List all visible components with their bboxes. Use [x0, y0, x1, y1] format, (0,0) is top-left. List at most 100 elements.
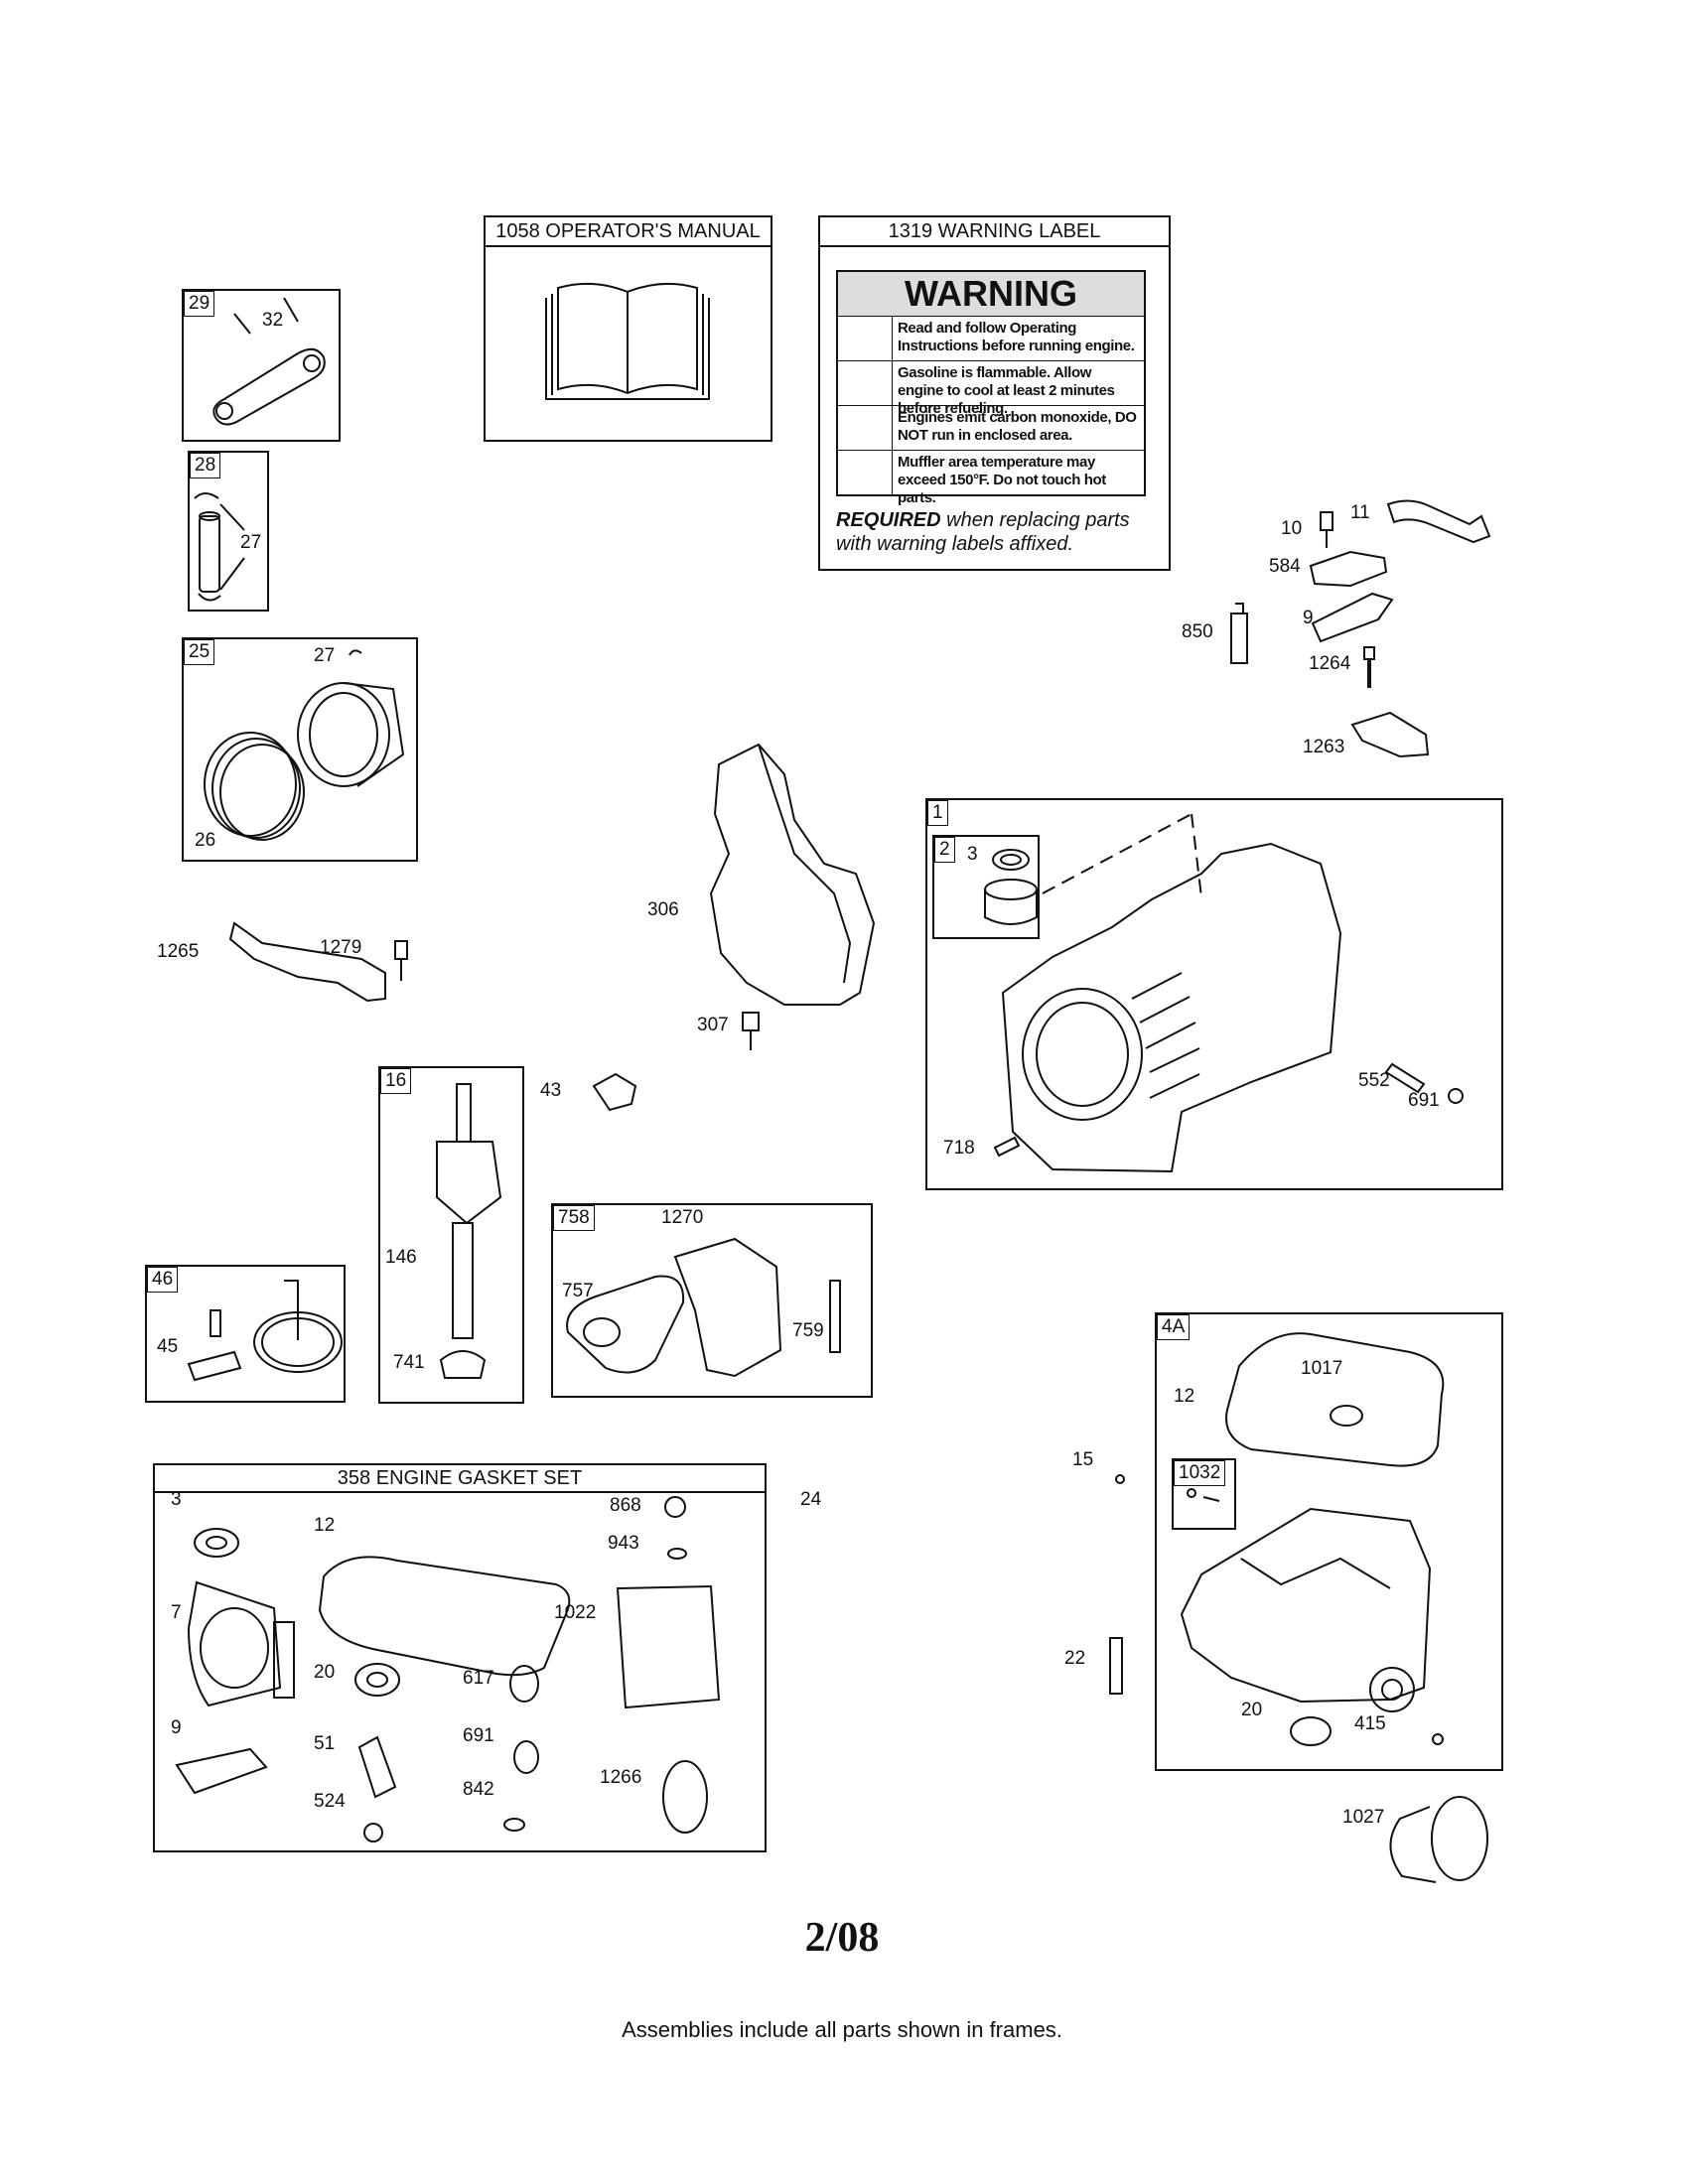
gasket-part-label: 7	[171, 1602, 182, 1623]
part-label: 3	[967, 844, 978, 865]
gasket-part-label: 3	[171, 1489, 182, 1510]
nut-691-icon	[1448, 1088, 1464, 1104]
part-label: 757	[562, 1281, 594, 1301]
gasket-set-parts	[175, 1496, 721, 1843]
blower-housing-icon	[709, 743, 876, 1006]
part-label: 691	[1408, 1090, 1440, 1111]
gasket-9-icon	[1311, 592, 1394, 643]
revision-date: 2/08	[804, 1915, 880, 1961]
frame-tag-29: 29	[184, 291, 215, 317]
frame-tag-1032: 1032	[1174, 1460, 1226, 1486]
dowel-552-icon	[1384, 1062, 1426, 1094]
warning-row-text: Gasoline is flammable. Allow engine to c…	[898, 364, 1115, 417]
frame-tag-1: 1	[927, 800, 948, 826]
part-label: 45	[157, 1336, 179, 1357]
part-label: 718	[943, 1138, 975, 1159]
book-icon	[838, 317, 893, 360]
frame-2	[932, 835, 1040, 939]
gasket-part-label: 1266	[600, 1767, 642, 1788]
part-label: 307	[697, 1015, 729, 1035]
warning-label-card: WARNING Read and follow Operating Instru…	[836, 270, 1146, 506]
plate-1263-icon	[1350, 711, 1430, 758]
gasket-part-label: 1022	[554, 1602, 597, 1623]
bolt-10-icon	[1320, 511, 1333, 548]
frame-warning-label	[818, 215, 1171, 571]
warning-row: Gasoline is flammable. Allow engine to c…	[838, 360, 1144, 417]
gasket-part-label: 868	[610, 1495, 641, 1516]
frame-28	[188, 451, 269, 612]
gasket-part-label: 842	[463, 1779, 494, 1800]
warning-row: Muffler area temperature may exceed 150°…	[838, 450, 1144, 506]
part-label: 12	[1174, 1386, 1195, 1407]
required-note-bold: REQUIRED	[836, 509, 941, 531]
frame-758	[551, 1203, 873, 1398]
part-label: 1264	[1309, 653, 1351, 674]
frame-46	[145, 1265, 346, 1403]
part-label: 850	[1182, 621, 1213, 642]
frame-tag-758: 758	[553, 1205, 595, 1231]
gasket-part-label: 943	[608, 1533, 639, 1554]
part-label: 9	[1303, 608, 1314, 628]
hot-surface-icon	[838, 451, 893, 494]
assemblies-note: Assemblies include all parts shown in fr…	[622, 2017, 1062, 2042]
sump-gasket-icon	[1225, 1332, 1445, 1467]
part-label: 32	[262, 310, 284, 331]
warning-row: Read and follow Operating Instructions b…	[838, 316, 1144, 360]
frame-title-operators-manual: 1058 OPERATOR'S MANUAL	[495, 220, 761, 242]
part-label: 306	[647, 899, 679, 920]
part-label: 27	[240, 532, 262, 553]
part-label: 1263	[1303, 737, 1345, 757]
wrist-pin-icon	[194, 492, 245, 602]
camshaft-gear-icon	[187, 1280, 343, 1382]
part-label: 27	[314, 645, 336, 666]
frame-tag-2: 2	[934, 837, 955, 863]
frame-tag-28: 28	[190, 453, 221, 478]
part-label: 1279	[320, 937, 362, 958]
frame-1032	[1172, 1458, 1236, 1530]
bracket-1265-icon	[228, 921, 386, 1003]
gasket-part-label: 524	[314, 1791, 346, 1812]
oil-filter-icon	[1389, 1796, 1488, 1883]
part-label: 15	[1072, 1449, 1094, 1470]
bolt-1264-icon	[1363, 646, 1375, 688]
screw-15-icon	[1115, 1474, 1125, 1484]
flame-icon	[838, 361, 893, 405]
frame-16	[378, 1066, 524, 1404]
part-label: 759	[792, 1320, 824, 1341]
cylinder-sleeve-icon	[984, 849, 1038, 925]
gasket-part-label: 617	[463, 1668, 494, 1689]
frame-tag-16: 16	[380, 1068, 412, 1094]
required-note-rest: when replacing parts with warning labels…	[836, 509, 1130, 555]
frame-tag-25: 25	[184, 639, 215, 665]
piston-icon	[204, 649, 405, 841]
gasket-part-label: 20	[314, 1662, 336, 1683]
gasket-part-label: 9	[171, 1717, 182, 1738]
frame-1	[925, 798, 1503, 1190]
gasket-part-label: 12	[314, 1515, 336, 1536]
cylinder-block-icon	[1001, 813, 1342, 1173]
frame-title-gasket-set: 358 ENGINE GASKET SET	[337, 1467, 583, 1489]
seal-20-icon	[1290, 1716, 1332, 1746]
part-label: 1270	[661, 1207, 704, 1228]
frame-25	[182, 637, 418, 862]
part-label: 10	[1281, 518, 1303, 539]
bottle-850-icon	[1230, 603, 1248, 664]
required-note: REQUIRED when replacing parts with warni…	[836, 508, 1154, 556]
manual-book-icon	[545, 282, 710, 400]
part-label: 146	[385, 1247, 417, 1268]
part-43-icon	[592, 1072, 637, 1112]
part-label: 1017	[1301, 1358, 1343, 1379]
bolt-1279-icon	[394, 940, 408, 981]
part-label: 1027	[1342, 1807, 1385, 1828]
governor-assembly-icon	[566, 1237, 841, 1378]
plug-415-icon	[1432, 1733, 1444, 1745]
part-label: 24	[800, 1489, 822, 1510]
crankshaft-icon	[436, 1083, 502, 1379]
gasket-part-label: 51	[314, 1733, 336, 1754]
dowel-718-icon	[993, 1136, 1021, 1158]
part-label: 11	[1350, 502, 1370, 523]
part-label: 20	[1241, 1700, 1263, 1720]
part-label: 415	[1354, 1713, 1386, 1734]
gasket-part-label: 691	[463, 1725, 494, 1746]
